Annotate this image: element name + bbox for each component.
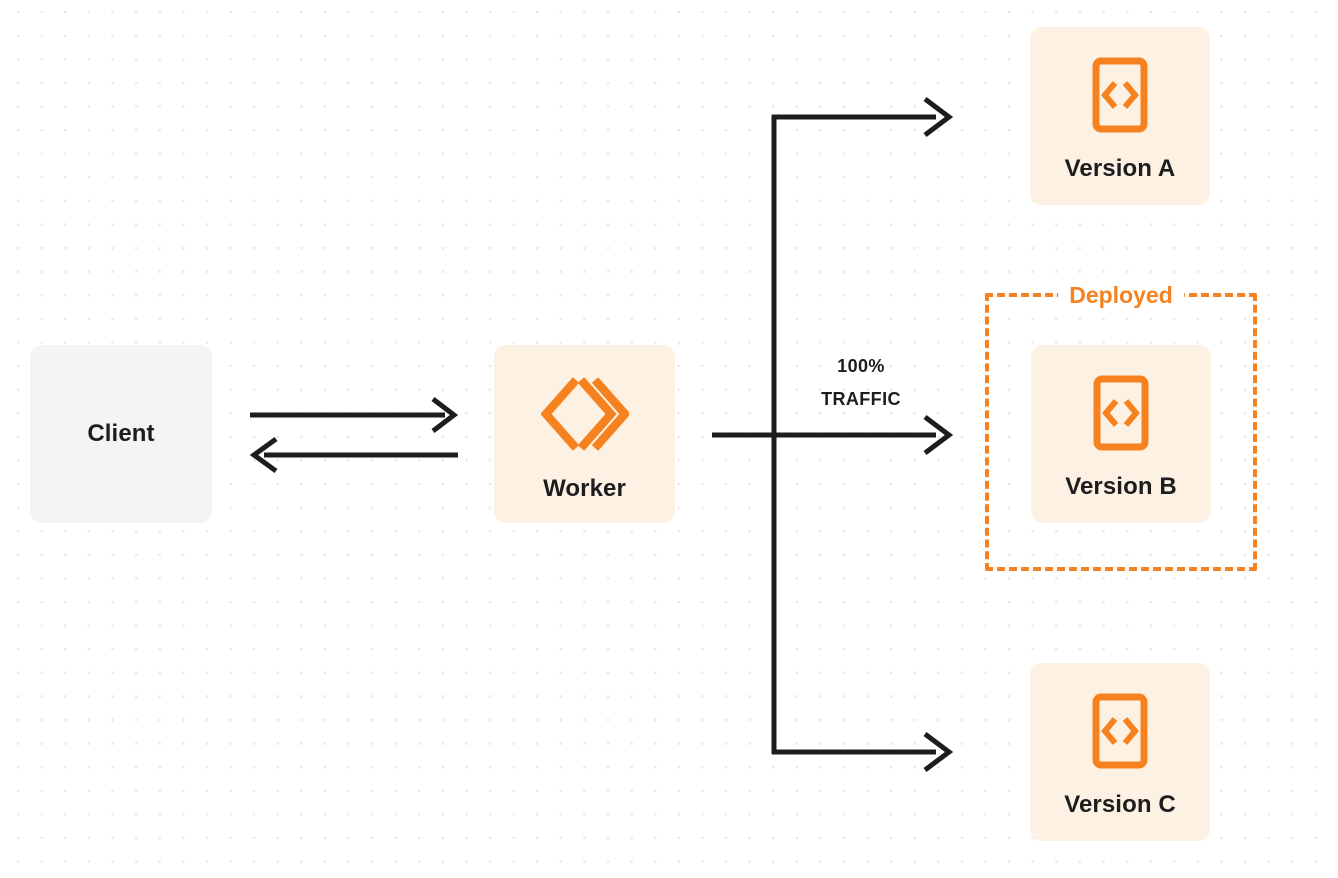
node-worker[interactable]: Worker — [494, 345, 675, 523]
node-version-b[interactable]: Version B — [1031, 345, 1211, 523]
node-version-c[interactable]: Version C — [1030, 663, 1210, 841]
code-brackets-icon — [1092, 57, 1148, 133]
edge-trunk-to-version-a — [772, 97, 954, 137]
edge-trunk-to-version-c — [772, 732, 954, 772]
deployed-region-label: Deployed — [1058, 281, 1184, 309]
edge-client-to-worker — [250, 397, 459, 433]
edge-worker-to-client — [249, 436, 458, 474]
node-client[interactable]: Client — [30, 345, 212, 523]
code-brackets-icon — [1093, 375, 1149, 451]
node-version-a[interactable]: Version A — [1030, 27, 1210, 205]
code-brackets-icon — [1092, 693, 1148, 769]
node-version-a-label: Version A — [1064, 155, 1176, 182]
edge-trunk-to-version-b — [774, 415, 954, 455]
traffic-word: TRAFFIC — [821, 389, 901, 409]
traffic-percent-value: 100% — [837, 356, 885, 376]
node-worker-label: Worker — [543, 475, 626, 502]
deployed-region: Deployed — [985, 281, 1257, 571]
traffic-percentage-label: 100% TRAFFIC — [790, 350, 932, 416]
node-client-label: Client — [87, 420, 155, 447]
node-version-c-label: Version C — [1064, 791, 1176, 818]
cloudflare-workers-logo-icon — [540, 375, 629, 453]
node-version-b-label: Version B — [1065, 473, 1177, 500]
